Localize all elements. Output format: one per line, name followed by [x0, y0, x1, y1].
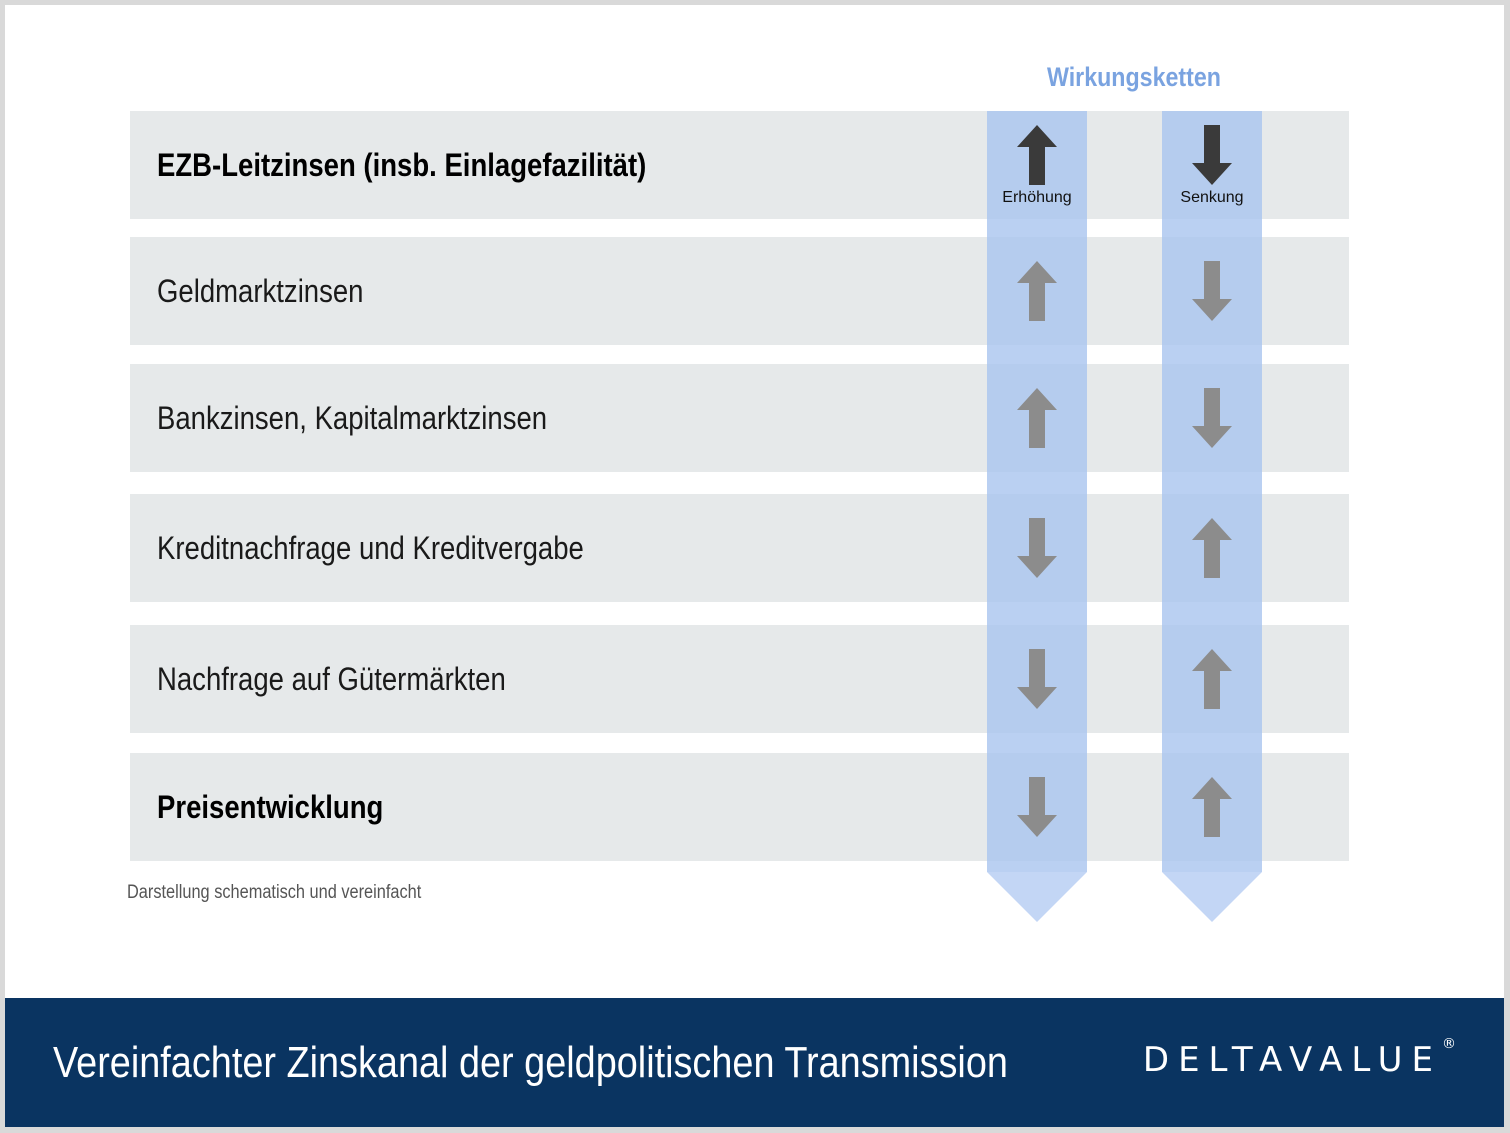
arrow-down-icon: [1017, 777, 1057, 837]
heading-wirkungsketten: Wirkungsketten: [1047, 62, 1221, 92]
row-label: EZB-Leitzinsen (insb. Einlagefazilität): [157, 146, 647, 183]
column-label-senkung: Senkung: [1180, 189, 1244, 206]
row-1: Geldmarktzinsen: [130, 237, 1349, 345]
footer-bar: Vereinfachter Zinskanal der geldpolitisc…: [5, 998, 1504, 1127]
row-2: Bankzinsen, Kapitalmarktzinsen: [130, 364, 1349, 472]
arrow-down-icon: [1192, 261, 1232, 321]
arrow-down-icon: [1192, 125, 1232, 185]
chain-band-senkung: [1162, 111, 1262, 922]
chain-band-erhoehung: [987, 111, 1087, 922]
arrow-up-icon: [1017, 261, 1057, 321]
logo-text: DELTAVALUE: [1142, 1040, 1442, 1080]
arrow-up-icon: [1192, 518, 1232, 578]
arrow-down-icon: [1017, 649, 1057, 709]
row-0: EZB-Leitzinsen (insb. Einlagefazilität): [130, 111, 1349, 219]
row-3: Kreditnachfrage und Kreditvergabe: [130, 494, 1349, 602]
row-label: Bankzinsen, Kapitalmarktzinsen: [157, 399, 548, 436]
footer-title: Vereinfachter Zinskanal der geldpolitisc…: [53, 1037, 1008, 1087]
row-label: Nachfrage auf Gütermärkten: [157, 660, 506, 697]
arrow-up-icon: [1017, 125, 1057, 185]
arrow-up-icon: [1192, 777, 1232, 837]
arrow-up-icon: [1017, 388, 1057, 448]
row-5: Preisentwicklung: [130, 753, 1349, 861]
deltavalue-logo: DELTAVALUE®: [1142, 1036, 1456, 1080]
arrow-down-icon: [1192, 388, 1232, 448]
footnote: Darstellung schematisch und vereinfacht: [127, 882, 422, 903]
column-label-erhoehung: Erhöhung: [1002, 189, 1072, 206]
row-label: Kreditnachfrage und Kreditvergabe: [157, 529, 584, 566]
row-4: Nachfrage auf Gütermärkten: [130, 625, 1349, 733]
row-label: Geldmarktzinsen: [157, 272, 364, 309]
row-label: Preisentwicklung: [157, 788, 384, 825]
registered-mark: ®: [1442, 1036, 1456, 1052]
arrow-down-icon: [1017, 518, 1057, 578]
arrow-up-icon: [1192, 649, 1232, 709]
